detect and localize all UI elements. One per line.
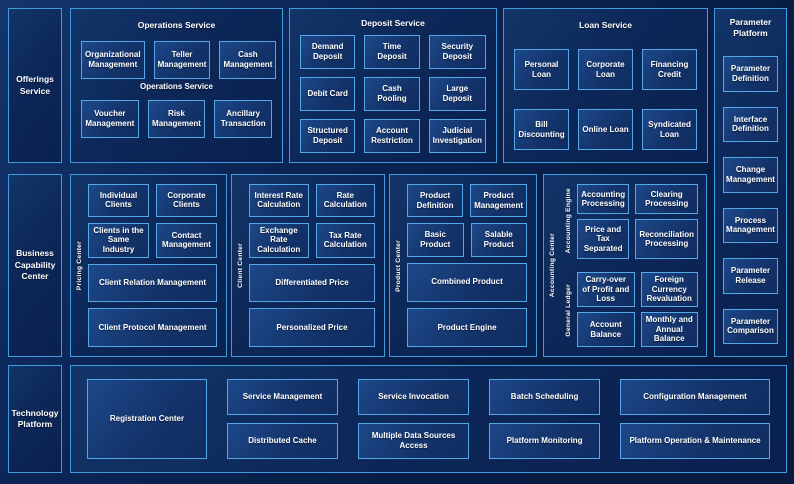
client-center-side-label: Client Center xyxy=(236,243,244,288)
box-price-and-tax-separated: Price and Tax Separated xyxy=(577,219,630,259)
box-voucher-management: Voucher Management xyxy=(81,99,139,138)
loan-service-title: Loan Service xyxy=(579,20,632,30)
box-change-management: Change Management xyxy=(723,157,778,193)
box-judicial-investigation: Judicial Investigation xyxy=(428,118,486,153)
box-interface-definition: Interface Definition xyxy=(723,106,778,143)
box-foreign-currency-revaluation: Foreign Currency Revaluation xyxy=(640,272,698,307)
box-clearing-processing: Clearing Processing xyxy=(635,184,698,215)
box-cash-pooling: Cash Pooling xyxy=(364,76,420,111)
box-teller-management: Teller Management xyxy=(153,40,211,79)
panel-operations-service: Operations Service Organizational Manage… xyxy=(70,8,283,163)
label-business-capability-center: Business Capability Center xyxy=(8,174,62,357)
panel-parameter-platform: Parameter Platform Parameter Definition … xyxy=(714,8,787,357)
box-parameter-release: Parameter Release xyxy=(723,258,778,294)
box-reconciliation-processing: Reconciliation Processing xyxy=(635,219,698,259)
box-carry-over-profit-loss: Carry-over of Profit and Loss xyxy=(577,272,635,307)
product-center-side-label: Product Center xyxy=(394,239,402,292)
box-registration-center: Registration Center xyxy=(87,379,207,459)
box-personal-loan: Personal Loan xyxy=(514,49,569,91)
box-clients-same-industry: Clients in the Same Industry xyxy=(88,222,149,258)
panel-loan-service: Loan Service Personal Loan Corporate Loa… xyxy=(503,8,708,163)
box-financing-credit: Financing Credit xyxy=(642,49,697,91)
box-platform-monitoring: Platform Monitoring xyxy=(489,423,601,459)
panel-client-center: Client Center Interest Rate Calculation … xyxy=(231,174,385,357)
box-demand-deposit: Demand Deposit xyxy=(300,34,356,69)
box-client-protocol-management: Client Protocol Management xyxy=(88,308,217,347)
box-individual-clients: Individual Clients xyxy=(88,184,149,217)
box-time-deposit: Time Deposit xyxy=(364,34,420,69)
box-product-management: Product Management xyxy=(470,184,527,218)
box-exchange-rate-calculation: Exchange Rate Calculation xyxy=(249,222,309,258)
box-corporate-loan: Corporate Loan xyxy=(578,49,633,91)
pricing-center-side-label: Pricing Center xyxy=(75,240,83,291)
panel-accounting-center: Accounting Center Accounting Engine Gene… xyxy=(543,174,707,357)
box-rate-calculation: Rate Calculation xyxy=(315,184,375,217)
operations-service-title: Operations Service xyxy=(137,20,216,30)
box-service-invocation: Service Invocation xyxy=(358,379,470,415)
box-online-loan: Online Loan xyxy=(578,109,633,150)
box-organizational-management: Organizational Management xyxy=(81,40,145,79)
label-technology-platform: Technology Platform xyxy=(8,365,62,473)
box-basic-product: Basic Product xyxy=(407,223,464,257)
box-multiple-data-sources-access: Multiple Data Sources Access xyxy=(358,423,470,459)
box-debit-card: Debit Card xyxy=(300,76,356,111)
deposit-service-title: Deposit Service xyxy=(361,18,425,28)
box-cash-management: Cash Management xyxy=(219,40,277,79)
box-process-management: Process Management xyxy=(723,207,778,244)
box-ancillary-transaction: Ancillary Transaction xyxy=(214,99,273,138)
panel-technology-platform: Registration Center Service Management D… xyxy=(70,365,787,473)
box-bill-discounting: Bill Discounting xyxy=(514,109,569,150)
parameter-platform-title: Parameter Platform xyxy=(729,17,772,38)
box-product-definition: Product Definition xyxy=(407,184,464,218)
box-distributed-cache: Distributed Cache xyxy=(227,423,339,459)
box-service-management: Service Management xyxy=(227,379,339,415)
box-differentiated-price: Differentiated Price xyxy=(249,263,375,303)
label-offerings-service: Offerings Service xyxy=(8,8,62,163)
box-accounting-processing: Accounting Processing xyxy=(577,184,630,215)
box-personalized-price: Personalized Price xyxy=(249,308,375,347)
box-monthly-annual-balance: Monthly and Annual Balance xyxy=(640,312,698,347)
box-parameter-definition: Parameter Definition xyxy=(723,56,778,92)
box-structured-deposit: Structured Deposit xyxy=(300,118,356,153)
box-client-relation-management: Client Relation Management xyxy=(88,263,217,303)
operations-service-subtitle: Operations Service xyxy=(140,81,213,91)
box-risk-management: Risk Management xyxy=(147,99,206,138)
box-platform-operation-maintenance: Platform Operation & Maintenance xyxy=(620,423,770,459)
box-tax-rate-calculation: Tax Rate Calculation xyxy=(315,222,375,258)
box-salable-product: Salable Product xyxy=(470,223,527,257)
box-syndicated-loan: Syndicated Loan xyxy=(642,109,697,150)
box-contact-management: Contact Management xyxy=(156,222,217,258)
box-combined-product: Combined Product xyxy=(407,262,527,302)
box-interest-rate-calculation: Interest Rate Calculation xyxy=(249,184,309,217)
panel-deposit-service: Deposit Service Demand Deposit Time Depo… xyxy=(289,8,497,163)
panel-product-center: Product Center Product Definition Produc… xyxy=(389,174,537,357)
box-large-deposit: Large Deposit xyxy=(428,76,486,111)
accounting-engine-label: Accounting Engine xyxy=(565,187,572,253)
box-configuration-management: Configuration Management xyxy=(620,379,770,415)
box-parameter-comparison: Parameter Comparison xyxy=(723,308,778,344)
box-account-restriction: Account Restriction xyxy=(364,118,420,153)
box-product-engine: Product Engine xyxy=(407,307,527,347)
accounting-center-side-label: Accounting Center xyxy=(548,233,556,298)
box-corporate-clients: Corporate Clients xyxy=(156,184,217,217)
general-ledger-label: General Ledger xyxy=(565,284,572,338)
box-batch-scheduling: Batch Scheduling xyxy=(489,379,601,415)
box-account-balance: Account Balance xyxy=(577,312,635,347)
panel-pricing-center: Pricing Center Individual Clients Corpor… xyxy=(70,174,227,357)
box-security-deposit: Security Deposit xyxy=(428,34,486,69)
